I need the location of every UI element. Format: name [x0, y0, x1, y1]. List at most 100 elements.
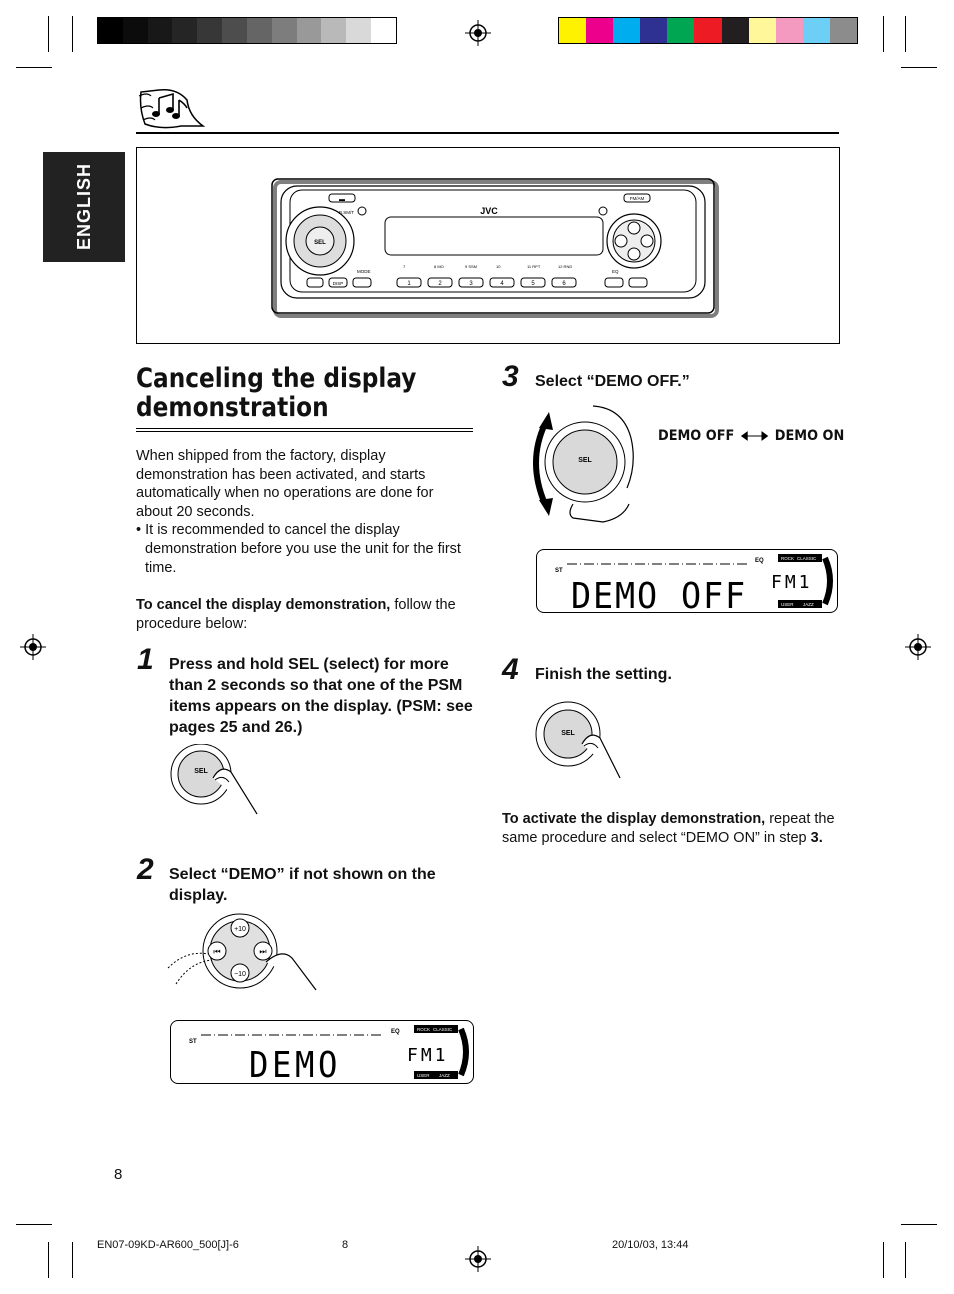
preset-button-2[interactable]	[427, 277, 453, 288]
svg-text:−10: −10	[234, 971, 246, 978]
calibration-swatch	[122, 18, 148, 43]
fm-am-button[interactable]	[623, 193, 651, 203]
preset-sub-label: 7	[403, 264, 406, 269]
sel-knob-rotate-illustration: SEL	[533, 405, 634, 523]
calibration-swatch	[586, 18, 614, 43]
lcd-step2-graphic: ST EQ DEMO FM1 ROCK CLASSIC USER JAZZ	[189, 1025, 469, 1086]
double-arrow-icon	[740, 431, 769, 441]
lcd-step2-source: FM1	[407, 1045, 449, 1066]
svg-text:CLASSIC: CLASSIC	[797, 556, 817, 561]
brand-logo: JVC	[480, 206, 498, 216]
disp-label: DISP	[333, 281, 344, 286]
crop-mark	[48, 16, 49, 52]
lcd-display-step2: ST EQ DEMO FM1 ROCK CLASSIC USER JAZZ	[170, 1020, 474, 1086]
lcd-display-step3: ST EQ DEMO OFF FM1 ROCK CLASSIC USER JAZ…	[536, 549, 838, 617]
footer-page: 8	[342, 1239, 349, 1251]
svg-text:⏮: ⏮	[213, 947, 220, 956]
svg-text:⏭: ⏭	[259, 947, 266, 956]
section-title: Canceling the display demonstration	[136, 363, 417, 423]
lcd-step3-graphic: ST EQ DEMO OFF FM1 ROCK CLASSIC USER JAZ…	[555, 554, 833, 617]
step-3-number: 3	[502, 360, 519, 393]
crop-mark	[901, 67, 937, 68]
calibration-swatch	[694, 18, 722, 43]
crop-mark	[905, 1242, 906, 1278]
preset-button-1[interactable]	[396, 277, 422, 288]
crop-mark	[901, 1224, 937, 1225]
cancel-instruction: To cancel the display demonstration, fol…	[136, 597, 456, 632]
crop-mark	[72, 16, 73, 52]
up-down-buttons-illustration: +10 −10 ⏮ ⏭	[167, 913, 317, 991]
footer-timestamp: 20/10/03, 13:44	[612, 1239, 689, 1251]
preset-sub-label: 10	[496, 264, 501, 269]
calibration-swatch	[321, 18, 347, 43]
preset-sub-label: 12 RND	[558, 264, 572, 269]
language-tab: ENGLISH	[43, 152, 125, 262]
calibration-swatch	[371, 18, 396, 43]
calibration-swatch	[748, 18, 776, 43]
header-rule	[136, 132, 839, 134]
calibration-swatch	[559, 18, 587, 43]
crop-mark	[883, 16, 884, 52]
calibration-swatch	[246, 18, 272, 43]
svg-text:ROCK: ROCK	[781, 556, 794, 561]
preset-sub-label: 11 RPT	[527, 264, 541, 269]
crop-mark	[16, 67, 52, 68]
demo-toggle-label: DEMO OFF DEMO ON	[658, 428, 845, 444]
svg-text:ROCK: ROCK	[417, 1027, 430, 1032]
preset-label: 6	[562, 281, 566, 287]
svg-text:USER: USER	[781, 602, 794, 607]
step-4-text: Finish the setting.	[535, 666, 672, 683]
language-tab-label: ENGLISH	[73, 163, 94, 251]
sel-button-release-illustration: SEL	[535, 701, 621, 779]
bsmt-button[interactable]	[357, 206, 367, 216]
bsmt-label: B.SM/T	[339, 210, 354, 215]
eject-button[interactable]	[328, 193, 356, 203]
mode-label: MODE	[357, 269, 371, 274]
calibration-swatch	[222, 18, 247, 43]
color-calibration-bar	[558, 17, 858, 44]
lcd-step3-main-text: DEMO OFF	[571, 576, 747, 612]
preset-button-3[interactable]	[458, 277, 484, 288]
intro-paragraph: When shipped from the factory, display d…	[136, 447, 466, 577]
lcd-step2-main-text: DEMO	[249, 1045, 341, 1083]
svg-text:SEL: SEL	[194, 768, 208, 775]
calibration-swatch	[271, 18, 297, 43]
svg-text:JAZZ: JAZZ	[439, 1073, 450, 1078]
step-2-number: 2	[137, 853, 154, 886]
registration-mark-icon	[905, 634, 931, 660]
disp-button[interactable]	[328, 277, 348, 288]
svg-text:ST: ST	[189, 1039, 197, 1045]
crop-mark	[72, 1242, 73, 1278]
svg-text:SEL: SEL	[561, 730, 575, 737]
svg-text:EQ: EQ	[755, 558, 764, 564]
svg-text:▬: ▬	[339, 197, 345, 203]
crop-mark	[16, 1224, 52, 1225]
title-rule	[136, 431, 473, 432]
calibration-swatch	[197, 18, 223, 43]
grayscale-calibration-bar	[97, 17, 397, 44]
preset-button-4[interactable]	[489, 277, 515, 288]
sel-button-press-illustration: SEL	[170, 744, 258, 815]
svg-text:EQ: EQ	[391, 1029, 400, 1035]
display-window	[384, 216, 604, 256]
calibration-swatch	[147, 18, 173, 43]
title-rule	[136, 428, 473, 429]
svg-text:+10: +10	[234, 926, 246, 933]
crop-mark	[905, 16, 906, 52]
footer-file-name: EN07-09KD-AR600_500[J]-6	[97, 1239, 239, 1251]
calibration-swatch	[98, 18, 123, 43]
preset-button-6[interactable]	[551, 277, 577, 288]
preset-label: 2	[438, 281, 442, 287]
calibration-swatch	[721, 18, 749, 43]
calibration-swatch	[346, 18, 372, 43]
preset-button-5[interactable]	[520, 277, 546, 288]
eq-label: EQ	[612, 269, 619, 274]
step-4-number: 4	[502, 653, 519, 686]
registration-mark-icon	[465, 1246, 491, 1272]
registration-mark-icon	[465, 20, 491, 46]
step-3-text: Select “DEMO OFF.”	[535, 373, 690, 390]
intro-bullet: • It is recommended to cancel the displa…	[136, 522, 461, 576]
calibration-swatch	[640, 18, 668, 43]
sel-knob-label: SEL	[314, 240, 326, 246]
